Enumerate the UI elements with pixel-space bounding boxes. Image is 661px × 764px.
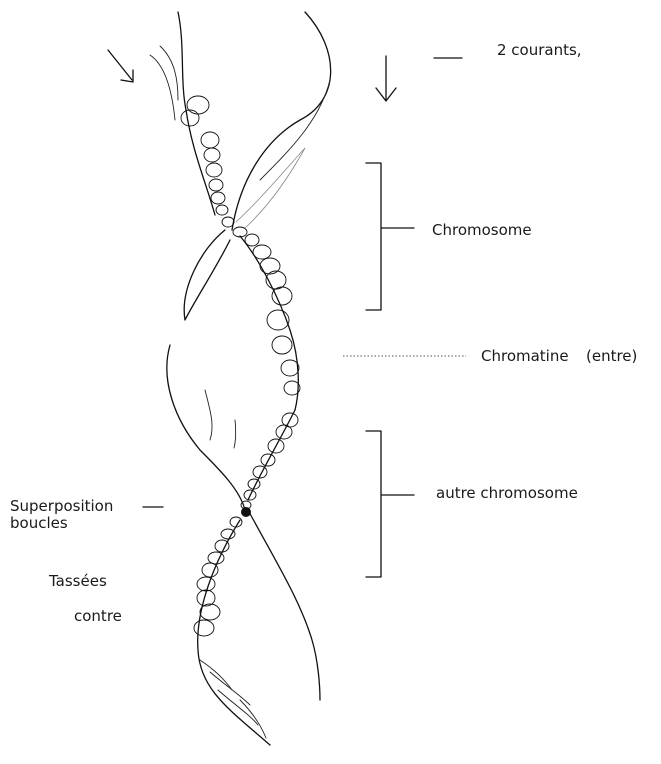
label-overlap-line1: Superposition [10, 497, 113, 515]
label-packed-line2: contre [74, 607, 122, 625]
strand-hair-2 [150, 55, 175, 120]
label-currents: 2 courants, [497, 41, 582, 59]
strand-lower-left [198, 520, 270, 745]
bracket-other-chromosome [366, 431, 381, 577]
label-other-chromosome: autre chromosome [436, 484, 578, 502]
strand-top-right [232, 12, 331, 230]
strand-lower-right [248, 510, 320, 700]
coil-upper [181, 96, 300, 395]
strand-middle-hair-2 [234, 420, 236, 448]
chromosome-arm-lower-right [240, 236, 298, 410]
arrow-down-icon [376, 56, 396, 101]
coil-lower [194, 413, 298, 636]
strand-hair-1 [160, 46, 178, 100]
chromosome-arm-lower-left [184, 230, 230, 320]
strand-middle-hair-1 [205, 390, 212, 440]
bracket-chromosome [366, 163, 381, 310]
arrow-diagonal-icon [108, 50, 133, 82]
label-chromosome: Chromosome [432, 221, 532, 239]
label-overlap-line2: boucles [10, 514, 68, 532]
overlap-knot [241, 507, 251, 517]
strand-middle-left [167, 345, 245, 510]
strand-bottom-hair-3 [218, 690, 258, 725]
label-chromatin-note: (entre) [586, 347, 637, 365]
strand-bottom-hair-4 [240, 700, 266, 738]
chromosome-arm-upper-right [236, 148, 305, 228]
label-chromatin: Chromatine [481, 347, 569, 365]
label-packed-line1: Tassées [49, 572, 107, 590]
